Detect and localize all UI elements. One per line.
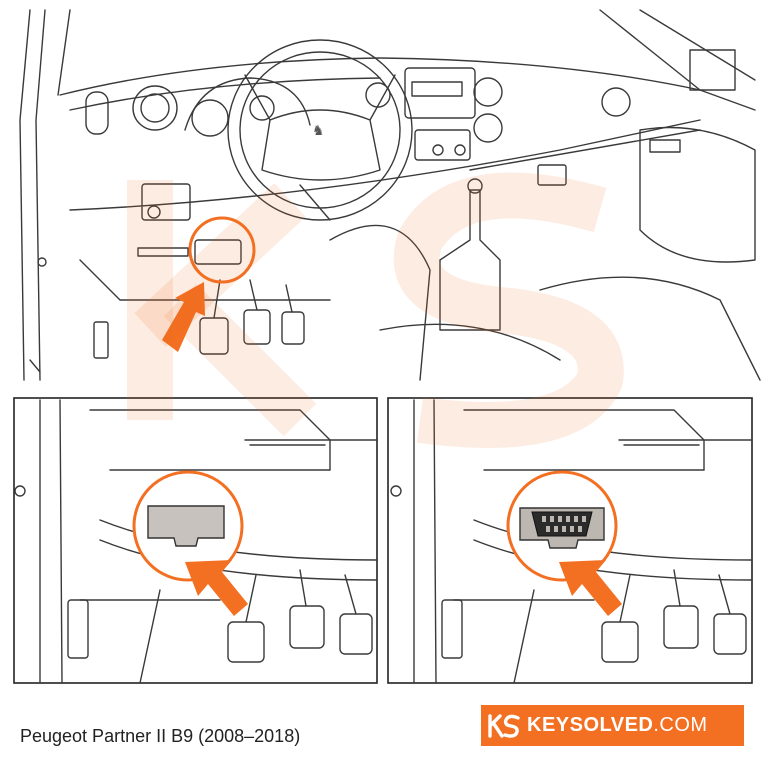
pedal-3 [281, 311, 305, 345]
center-vent [473, 77, 503, 107]
overview-panel: ♞ [19, 9, 761, 381]
brand-name: KEYSOLVED [527, 714, 654, 736]
obd-cover [147, 505, 225, 547]
steering-hub [261, 109, 381, 181]
ks-logo-icon [481, 705, 527, 746]
left-vent [85, 91, 109, 135]
brand-suffix: .COM [653, 714, 708, 736]
pedal-mid-r [663, 605, 699, 649]
obd-highlight-circle [188, 216, 256, 284]
cover-arrow [185, 560, 248, 616]
obd-port [519, 507, 605, 549]
side-mirror [689, 49, 736, 91]
pedal-mid [289, 605, 325, 649]
port-arrow [559, 560, 622, 616]
peugeot-lion-icon: ♞ [312, 122, 325, 138]
vehicle-caption: Peugeot Partner II B9 (2008–2018) [20, 726, 301, 746]
location-arrow [162, 282, 205, 352]
left-round-vent [132, 85, 178, 131]
ks-watermark [127, 172, 624, 448]
gear-lever [439, 189, 501, 331]
steering-wheel [227, 39, 413, 221]
keysolved-logo[interactable]: KEYSOLVED.COM [481, 705, 744, 746]
obd-cover-small [194, 239, 242, 265]
switch-panel [141, 183, 191, 221]
radio-unit [404, 67, 476, 119]
